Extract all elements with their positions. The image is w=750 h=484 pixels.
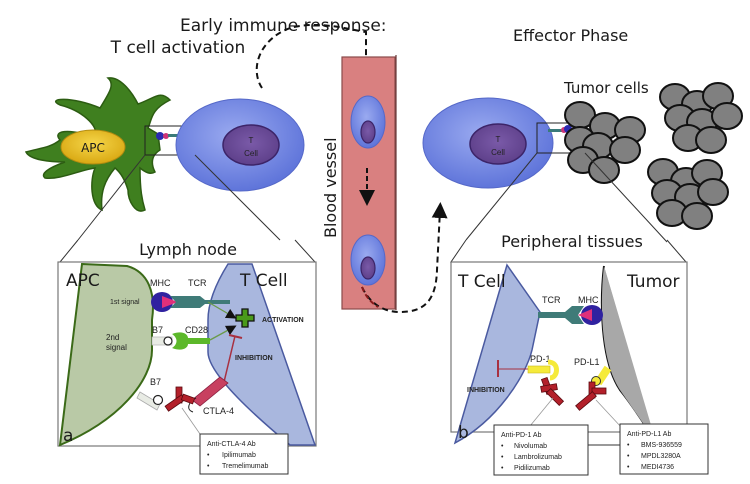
apc-cell: APC [24, 77, 172, 212]
tcell-label-1: T [249, 136, 254, 145]
anti-ctla4-drug-box: Anti-CTLA-4 Ab • Ipilimumab • Tremelimum… [199, 433, 289, 475]
pd1-label: PD-1 [530, 354, 551, 364]
bullet: • [627, 453, 630, 460]
drug-item: MEDI4736 [641, 464, 674, 471]
tcell-label-1: T [496, 135, 501, 144]
second-signal-label-1: 2nd [106, 333, 119, 342]
panel-b-tumor-label: Tumor [626, 272, 680, 292]
anti-pd1-drug-box: Anti-PD-1 Ab • Nivolumab • Lambrolizumab… [493, 424, 589, 476]
tcell-label-2: Cell [491, 148, 505, 157]
activation-label: ACTIVATION [262, 317, 304, 324]
migration-arrow-2 [361, 202, 448, 314]
tumor-cell [695, 126, 727, 154]
bullet: • [207, 452, 210, 459]
mhc-label: MHC [150, 278, 171, 288]
anti-pdl1-antibody [575, 381, 607, 411]
panel-b-mhc-label: MHC [578, 295, 599, 305]
tumor-cell [588, 156, 620, 184]
drug-item: BMS-936559 [641, 442, 682, 449]
panel-a-lymph-node: Lymph node APC T Cell MHC TCR 1st signal… [57, 239, 317, 475]
drug-item: Ipilimumab [222, 452, 256, 459]
drug-item: Tremelimumab [222, 463, 269, 470]
tumor-cell [681, 202, 713, 230]
ctla4-label: CTLA-4 [203, 406, 234, 416]
tumor-cell [697, 178, 729, 206]
tcell-lymph: T Cell [175, 98, 305, 192]
drug-item: Pidilizumab [514, 465, 550, 472]
panel-a-tcell-label: T Cell [239, 271, 288, 291]
tumor-cells-label: Tumor cells [563, 79, 649, 97]
tcell-nucleus [222, 124, 280, 166]
bullet: • [501, 443, 504, 450]
drug-item: Nivolumab [514, 443, 547, 450]
early-response-title-line1: Early immune response: [180, 16, 387, 36]
bullet: • [501, 465, 504, 472]
tcr-label: TCR [188, 278, 207, 288]
apc-label: APC [81, 141, 105, 155]
early-response-title-line2: T cell activation [110, 38, 246, 58]
anti-pdl1-drug-box: Anti-PD-L1 Ab • BMS-936559 • MPDL3280A •… [619, 423, 709, 475]
panel-b-tcr-label: TCR [542, 295, 561, 305]
panel-b-peripheral: Peripheral tissues T Cell Tumor TCR MHC … [450, 232, 709, 476]
cd28-label: CD28 [185, 325, 208, 335]
panel-b-letter: b [458, 423, 469, 443]
tcell-label-2: Cell [244, 149, 258, 158]
migration-arrow-1 [255, 24, 374, 89]
tumor-cell [711, 102, 743, 130]
b7-top-label: B7 [152, 325, 163, 335]
panel-a-letter: a [63, 426, 73, 446]
drug-item: Lambrolizumab [514, 454, 562, 461]
bullet: • [627, 464, 630, 471]
panel-a-inhibition-label: INHIBITION [235, 355, 273, 362]
first-signal-label: 1st signal [110, 299, 140, 306]
tcell-effector: T Cell [422, 97, 554, 189]
anti-ctla4-antibody [164, 386, 196, 412]
drug-box-title: Anti-PD-L1 Ab [627, 431, 671, 438]
bullet: • [207, 463, 210, 470]
drug-item: MPDL3280A [641, 453, 681, 460]
effector-phase-title: Effector Phase [513, 26, 628, 45]
tumor-cell [609, 136, 641, 164]
lymph-node-title: Lymph node [139, 240, 237, 259]
b7-bottom-label: B7 [150, 377, 161, 387]
peripheral-tissues-title: Peripheral tissues [501, 232, 643, 251]
bullet: • [501, 454, 504, 461]
bullet: • [627, 442, 630, 449]
panel-a-apc-label: APC [66, 271, 100, 291]
second-signal-label-2: signal [106, 343, 127, 352]
blood-vessel-label: Blood vessel [321, 137, 340, 238]
drug-box-title: Anti-PD-1 Ab [501, 432, 542, 439]
tumor-cells [564, 82, 743, 230]
panel-b-inhibition-label: INHIBITION [467, 387, 505, 394]
panel-b-tcell-label: T Cell [457, 272, 506, 292]
apc-nucleus [60, 129, 126, 165]
blood-vessel: Blood vessel [321, 55, 397, 310]
drug-box-title: Anti-CTLA-4 Ab [207, 441, 256, 448]
anti-pd1-antibody [540, 376, 565, 407]
pdl1-label: PD-L1 [574, 357, 600, 367]
